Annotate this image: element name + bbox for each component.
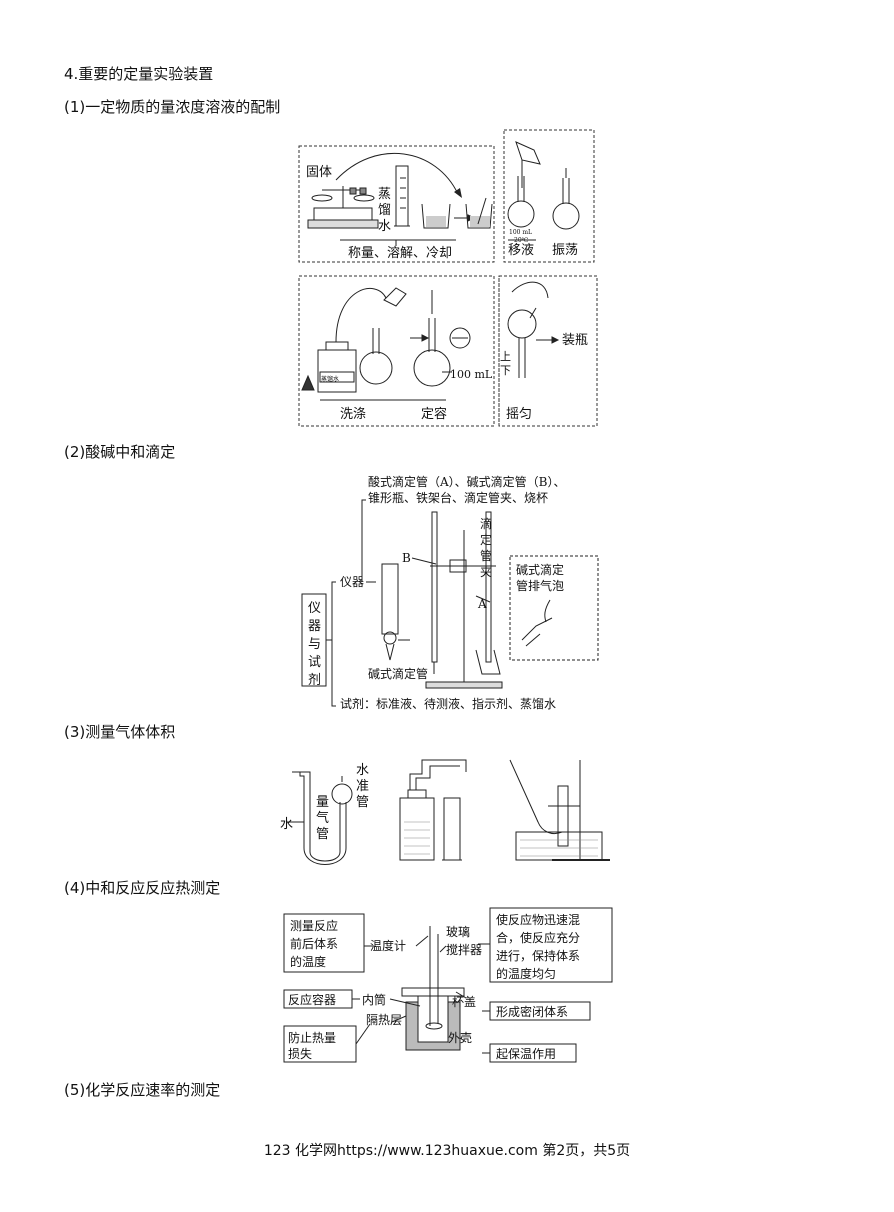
label-up: 上: [500, 350, 511, 363]
clamp-char-3: 管: [480, 548, 492, 563]
figure-solution-preparation: 固体 蒸 馏 水 称量、溶解、冷却 100 mL 20℃ 移液 振荡: [298, 129, 598, 427]
label-mix: 摇匀: [506, 407, 532, 422]
box-temp-line-1: 测量反应: [290, 918, 338, 933]
label-solid: 固体: [306, 165, 332, 180]
left-char-4: 试: [308, 655, 321, 670]
box-container: 反应容器: [288, 992, 336, 1007]
label-stirrer-1: 玻璃: [446, 925, 470, 939]
box-loss-line-2: 损失: [288, 1046, 312, 1061]
label-transfer: 移液: [508, 243, 534, 258]
label-insulation: 隔热层: [366, 1013, 402, 1027]
left-char-3: 与: [308, 637, 321, 652]
label-a: A: [477, 597, 487, 611]
subsection-solution-prep: (1)一定物质的量浓度溶液的配制: [64, 98, 281, 116]
label-water: 水: [280, 817, 293, 832]
box-seal: 形成密闭体系: [496, 1004, 568, 1019]
label-down: 下: [500, 364, 511, 377]
label-base-burette: 碱式滴定管: [368, 666, 428, 681]
left-char-2: 器: [308, 619, 321, 634]
subsection-heat-measurement: (4)中和反应反应热测定: [64, 879, 221, 897]
label-lid: 杯盖: [452, 995, 476, 1009]
label-shell: 外壳: [448, 1031, 472, 1045]
label-shake: 振荡: [552, 243, 578, 258]
label-instruments: 仪器: [340, 575, 364, 589]
figure-gas-volume: 水 量 气 管 水 准 管: [280, 759, 610, 865]
level-tube-char-1: 水: [356, 763, 369, 778]
clamp-char-1: 滴: [480, 516, 492, 531]
label-b: B: [402, 551, 411, 565]
box-keep-warm: 起保温作用: [496, 1047, 556, 1061]
label-bottle: 蒸馏水: [321, 375, 339, 383]
label-water-3: 水: [378, 219, 391, 234]
gas-tube-char-3: 管: [316, 827, 329, 842]
label-wash: 洗涤: [340, 407, 366, 422]
instrument-list-2: 锥形瓶、铁架台、滴定管夹、烧杯: [368, 490, 548, 505]
figure-titration: 酸式滴定管（A）、碱式滴定管（B）、 锥形瓶、铁架台、滴定管夹、烧杯 仪 器 与…: [301, 474, 599, 711]
level-tube-char-2: 准: [356, 779, 369, 794]
section-title: 4.重要的定量实验装置: [64, 65, 214, 83]
label-water-1: 蒸: [378, 187, 391, 202]
subsection-reaction-rate: (5)化学反应速率的测定: [64, 1081, 221, 1099]
instrument-list-1: 酸式滴定管（A）、碱式滴定管（B）、: [368, 474, 566, 489]
bubble-label-1: 碱式滴定: [516, 562, 564, 577]
label-water-2: 馏: [378, 203, 391, 218]
box-loss-line-1: 防止热量: [288, 1030, 336, 1045]
figure-heat-measurement: 测量反应 前后体系 的温度 温度计 玻璃 搅拌器 使反应物迅速混 合，使反应充分…: [283, 907, 613, 1063]
label-dilute: 定容: [421, 406, 447, 422]
label-volume: 100 mL: [450, 368, 493, 381]
level-tube-char-3: 管: [356, 795, 369, 810]
clamp-char-4: 夹: [480, 565, 492, 579]
box-stir-line-3: 进行，保持体系: [496, 948, 580, 963]
label-bottle-fill: 装瓶: [562, 333, 588, 348]
gas-tube-char-2: 气: [316, 810, 329, 826]
box-stir-line-1: 使反应物迅速混: [496, 912, 580, 927]
left-char-1: 仪: [308, 601, 321, 616]
left-char-5: 剂: [308, 673, 321, 688]
label-reagents: 试剂：标准液、待测液、指示剂、蒸馏水: [340, 696, 556, 711]
subsection-gas-volume: (3)测量气体体积: [64, 723, 176, 741]
box-stir-line-2: 合，使反应充分: [496, 930, 580, 945]
gas-tube-char-1: 量: [316, 795, 329, 810]
label-thermometer: 温度计: [370, 938, 406, 953]
box-temp-line-2: 前后体系: [290, 936, 338, 951]
bubble-label-2: 管排气泡: [516, 578, 564, 593]
subsection-titration: (2)酸碱中和滴定: [64, 443, 176, 461]
label-stirrer-2: 搅拌器: [446, 942, 482, 957]
box-stir-line-4: 的温度均匀: [496, 966, 556, 981]
page-footer: 123 化学网https://www.123huaxue.com 第2页，共5页: [263, 1143, 631, 1159]
flask-mark: 100 mL: [509, 229, 532, 236]
box-temp-line-3: 的温度: [290, 954, 326, 969]
clamp-char-2: 定: [480, 532, 492, 547]
label-weigh-dissolve: 称量、溶解、冷却: [348, 246, 452, 261]
label-inner: 内筒: [362, 992, 386, 1007]
